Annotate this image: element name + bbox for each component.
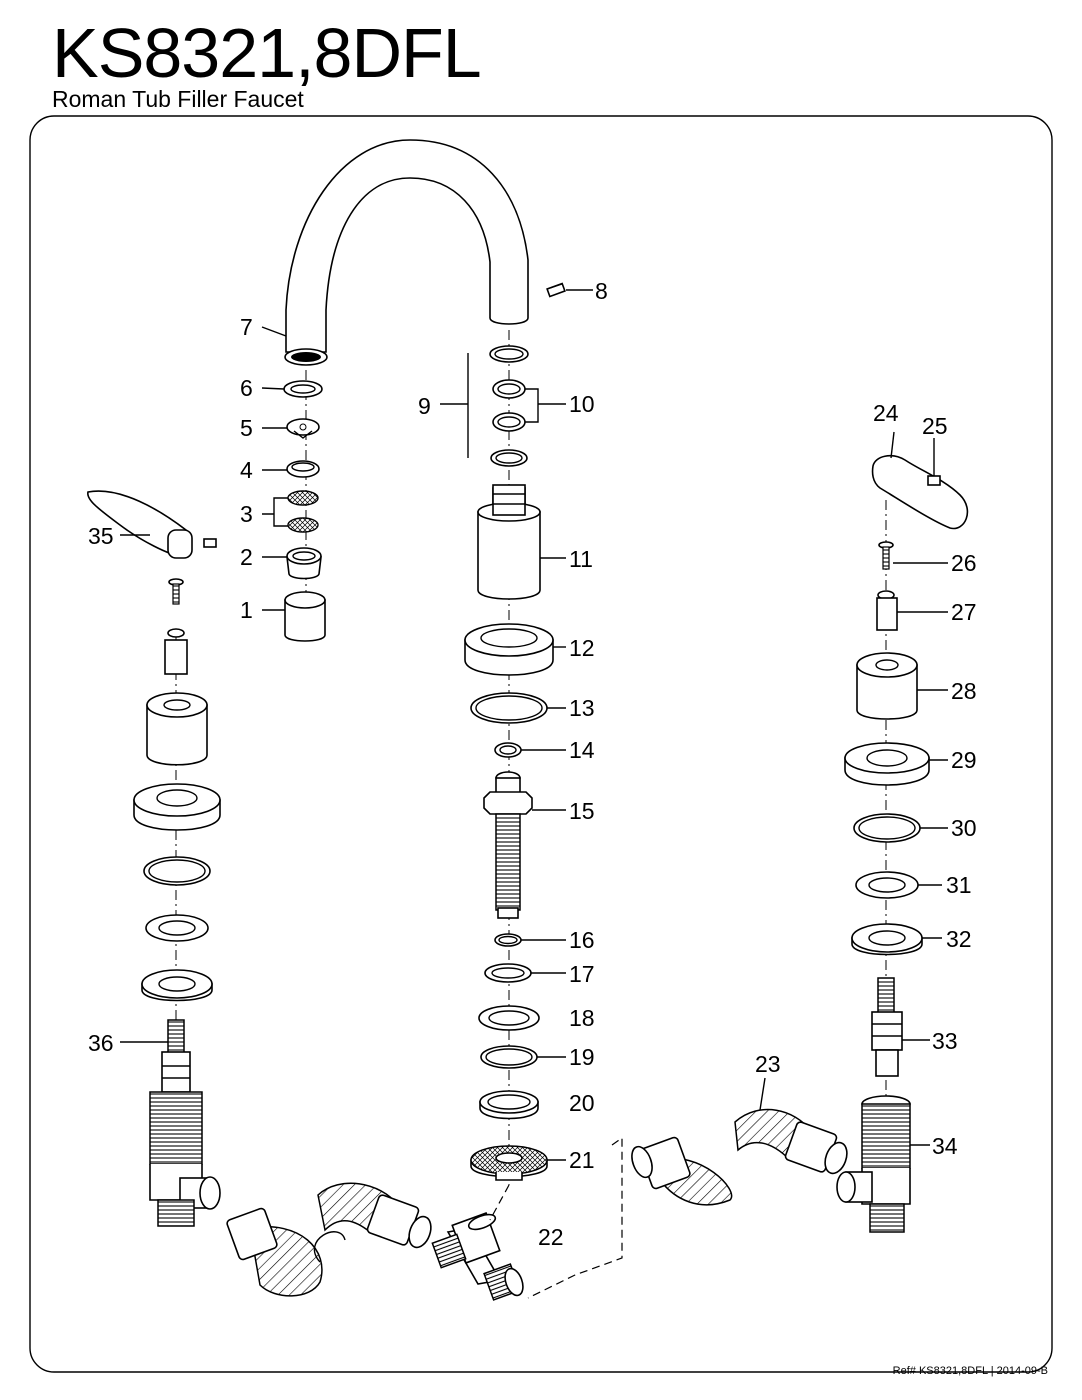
aerator-insert-part-5 <box>286 418 320 439</box>
callout-9: 9 <box>418 393 431 419</box>
callout-25: 25 <box>922 413 948 439</box>
callout-19: 19 <box>569 1044 595 1070</box>
callout-6: 6 <box>240 375 253 401</box>
callout-27: 27 <box>951 599 977 625</box>
callout-22: 22 <box>538 1224 564 1250</box>
hose-routing-line <box>527 1136 623 1299</box>
callout-32: 32 <box>946 926 972 952</box>
washer-part-19 <box>480 1045 538 1069</box>
ring-part-4 <box>286 460 320 478</box>
set-screw-part-25 <box>927 475 941 486</box>
callout-28: 28 <box>951 678 977 704</box>
callout-36: 36 <box>88 1030 114 1056</box>
callout-31: 31 <box>946 872 972 898</box>
callout-15: 15 <box>569 798 595 824</box>
page-subtitle: Roman Tub Filler Faucet <box>52 86 304 112</box>
aerator-body-part-2 <box>286 547 322 580</box>
washer-part-20 <box>479 1090 539 1120</box>
cap-left <box>146 692 208 766</box>
callout-34: 34 <box>932 1133 958 1159</box>
adapter-part-27 <box>876 590 898 631</box>
tee-fitting-part-22 <box>431 1212 524 1301</box>
valve-body-part-34 <box>836 1095 911 1233</box>
washer-part-31 <box>855 871 919 899</box>
washer-part-6 <box>283 380 323 398</box>
screw-left <box>168 578 184 605</box>
callout-2: 2 <box>240 544 253 570</box>
flange-part-29 <box>844 742 930 786</box>
flange-part-12 <box>464 623 554 676</box>
callout-18: 18 <box>569 1005 595 1031</box>
callout-17: 17 <box>569 961 595 987</box>
callout-13: 13 <box>569 695 595 721</box>
o-ring-part-16 <box>494 933 522 947</box>
callout-5: 5 <box>240 415 253 441</box>
supply-hose-left <box>226 1182 432 1297</box>
callout-20: 20 <box>569 1090 595 1116</box>
washer-part-17 <box>484 963 532 983</box>
adapter-left <box>164 628 188 675</box>
valve-body-part-36 <box>149 1019 221 1227</box>
callout-leaders <box>120 289 948 1161</box>
shank-part-15 <box>483 771 533 919</box>
callout-7: 7 <box>240 314 253 340</box>
callout-11: 11 <box>569 546 593 572</box>
page-title: KS8321,8DFL <box>52 14 482 92</box>
diagram-frame <box>29 115 1053 1373</box>
callout-10: 10 <box>569 391 595 417</box>
nut-part-32 <box>851 923 923 956</box>
o-ring-part-14 <box>494 742 522 758</box>
swivel-body-part-11 <box>477 484 541 600</box>
callout-12: 12 <box>569 635 595 661</box>
set-screw-part-8 <box>546 282 566 298</box>
mounting-nut-part-21 <box>470 1145 548 1181</box>
callout-26: 26 <box>951 550 977 576</box>
callout-14: 14 <box>569 737 595 763</box>
lever-handle-part-35 <box>87 490 217 559</box>
callout-35: 35 <box>88 523 114 549</box>
callout-23: 23 <box>755 1051 781 1077</box>
callout-16: 16 <box>569 927 595 953</box>
washer-left <box>145 914 209 942</box>
o-rings-part-9 <box>489 345 529 467</box>
callout-21: 21 <box>569 1147 595 1173</box>
spout-part-7 <box>284 139 529 366</box>
callout-labels: 1 2 3 4 5 6 7 8 9 10 11 12 13 14 15 16 1… <box>88 278 977 1250</box>
reference-footnote: Ref# KS8321,8DFL | 2014-09-B <box>892 1365 1048 1377</box>
screen-part-3 <box>287 490 319 533</box>
screw-part-26 <box>878 541 894 570</box>
nut-left <box>141 969 213 1002</box>
cartridge-part-33 <box>871 977 903 1077</box>
gasket-part-30 <box>853 813 921 843</box>
callout-8: 8 <box>595 278 608 304</box>
cap-part-28 <box>856 652 918 720</box>
callout-24: 24 <box>873 400 899 426</box>
gasket-left <box>143 856 211 886</box>
gasket-part-13 <box>470 692 548 724</box>
callout-4: 4 <box>240 457 253 483</box>
aerator-housing-part-1 <box>284 591 326 642</box>
flange-left <box>133 783 221 831</box>
callout-3: 3 <box>240 501 253 527</box>
callout-30: 30 <box>951 815 977 841</box>
callout-1: 1 <box>240 597 253 623</box>
washer-part-18 <box>478 1005 540 1031</box>
lever-handle-part-24 <box>871 454 969 530</box>
callout-29: 29 <box>951 747 977 773</box>
callout-33: 33 <box>932 1028 958 1054</box>
supply-hose-part-23 <box>631 1108 848 1206</box>
